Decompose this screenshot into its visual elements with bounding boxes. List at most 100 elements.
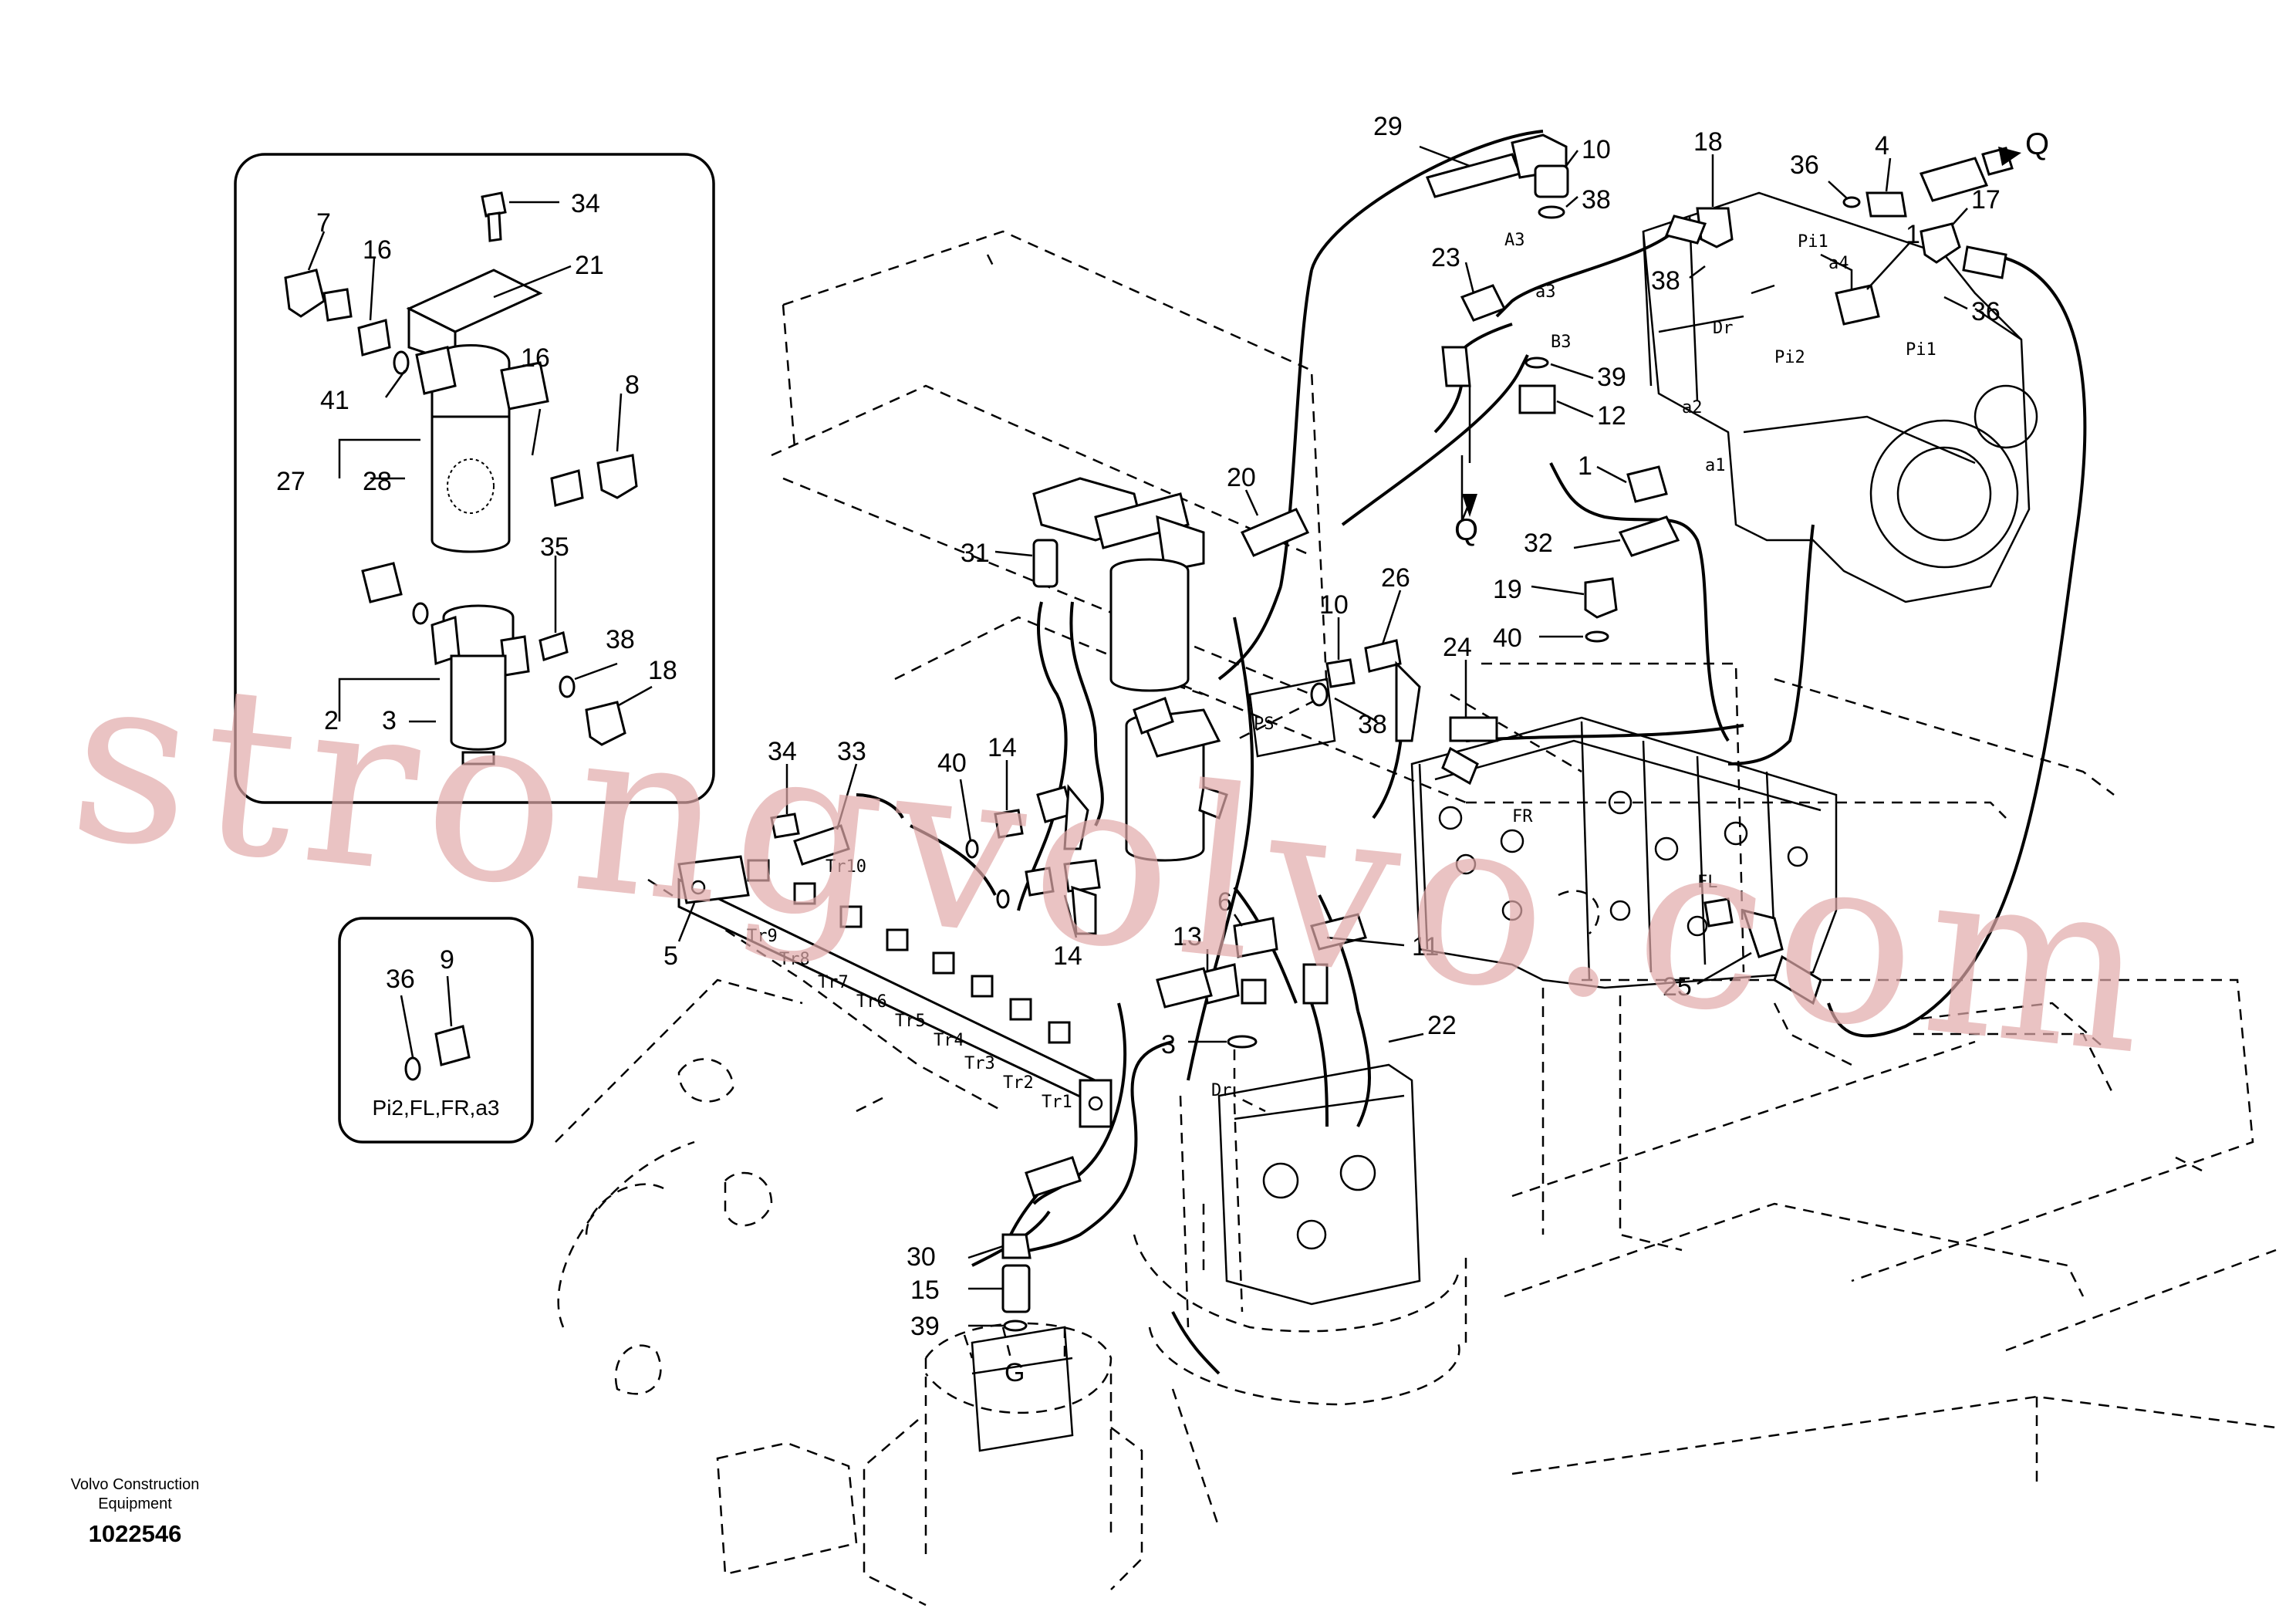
callout-34: 34 [768, 737, 797, 766]
callout-29: 29 [1373, 112, 1403, 141]
port-a4: a4 [1828, 254, 1849, 273]
callout-26: 26 [1381, 563, 1410, 593]
control-valve [1410, 716, 1838, 989]
q-label: Q [2025, 127, 2049, 161]
callout-1: 1 [1578, 451, 1592, 481]
callout-36: 36 [1971, 297, 2001, 326]
main-pump [1642, 191, 2038, 603]
callout-24: 24 [1443, 633, 1472, 662]
callout-19: 19 [1493, 575, 1522, 604]
callout-27: 27 [276, 467, 306, 496]
q-arrows [1462, 147, 2021, 517]
callout-20: 20 [1227, 463, 1256, 492]
callout-2: 2 [324, 706, 339, 735]
callout-39: 39 [1597, 363, 1626, 392]
callout-1: 1 [1906, 220, 1920, 249]
callout-21: 21 [575, 251, 604, 280]
callout-38: 38 [1358, 710, 1387, 739]
callout-17: 17 [1971, 185, 2001, 215]
leader-lines [307, 145, 1968, 1327]
watermark: strongvolvo.com [60, 620, 2170, 1107]
manifold-port-labels: Tr10 Tr9 Tr8 Tr7 Tr6 Tr5 Tr4 Tr3 Tr2 Tr1 [747, 857, 1072, 1112]
port-fl: FL [1697, 873, 1718, 892]
manifold-port-label: Tr7 [818, 973, 849, 992]
callout-25: 25 [1663, 972, 1692, 1002]
callout-30: 30 [907, 1242, 936, 1272]
callout-41: 41 [320, 386, 349, 415]
manifold-port-label: Tr6 [856, 992, 887, 1012]
callout-32: 32 [1524, 529, 1553, 558]
callout-7: 7 [316, 208, 331, 238]
callout-40: 40 [1493, 623, 1522, 653]
inset-fitting: Pi2,FL,FR,a3 [338, 917, 534, 1144]
manifold-port-label: Tr8 [779, 950, 810, 969]
manifold-port-label: Tr5 [895, 1012, 926, 1031]
callout-18: 18 [648, 656, 677, 685]
port-g: G [1004, 1358, 1025, 1387]
manifold-port-label: Tr3 [964, 1054, 995, 1073]
callout-9: 9 [440, 945, 454, 975]
callout-14: 14 [1053, 941, 1082, 971]
callout-39: 39 [910, 1312, 940, 1341]
manifold-port-label: Tr10 [826, 857, 866, 877]
callout-3: 3 [1161, 1030, 1176, 1059]
port-a3: A3 [1504, 231, 1525, 250]
port-pi1b: Pi1 [1906, 340, 1936, 360]
callout-23: 23 [1431, 243, 1460, 272]
manifold-port-label: Tr9 [747, 927, 778, 946]
callout-40: 40 [937, 748, 967, 778]
callout-36: 36 [386, 965, 415, 994]
port-a3b: a3 [1535, 282, 1556, 302]
callout-38: 38 [1651, 266, 1680, 296]
callout-12: 12 [1597, 401, 1626, 431]
callout-28: 28 [363, 467, 392, 496]
tube-manifold [677, 855, 1113, 1128]
callout-3: 3 [382, 706, 397, 735]
port-a1: a1 [1705, 456, 1726, 475]
callout-11: 11 [1412, 932, 1439, 961]
port-labels: A3 Pi1 Dr Pi2 a4 Pi1 a3 B3 a2 a1 PS FR F… [1211, 231, 1936, 1100]
port-dr2: Dr [1211, 1081, 1232, 1100]
company-line-2: Equipment [98, 1495, 172, 1512]
q-label: Q [1454, 513, 1478, 547]
center-joint [971, 1063, 1421, 1452]
callout-35: 35 [540, 532, 569, 562]
drawing-number: 1022546 [88, 1520, 182, 1547]
manifold-fittings [747, 859, 1071, 1044]
port-fr: FR [1512, 807, 1533, 826]
callout-16: 16 [521, 343, 550, 373]
callout-4: 4 [1875, 131, 1889, 161]
company-name: Volvo Construction Equipment [46, 1475, 224, 1514]
arrow-down-icon [1462, 494, 1477, 517]
port-pi2: Pi2 [1774, 348, 1805, 367]
port-a2: a2 [1682, 398, 1703, 417]
manifold-port-label: Tr1 [1042, 1093, 1072, 1112]
callout-15: 15 [910, 1276, 940, 1305]
manifold-port-label: Tr2 [1003, 1073, 1034, 1093]
callout-22: 22 [1427, 1011, 1457, 1040]
fittings [770, 133, 2014, 1332]
callout-13: 13 [1173, 922, 1202, 951]
port-dr: Dr [1713, 319, 1734, 338]
callout-36: 36 [1790, 150, 1819, 180]
callout-38: 38 [606, 625, 635, 654]
port-b3: B3 [1551, 333, 1572, 352]
callout-10: 10 [1582, 135, 1611, 164]
arrow-right-icon [1998, 147, 2021, 166]
callout-34: 34 [571, 189, 600, 218]
company-line-1: Volvo Construction [70, 1476, 200, 1493]
callout-5: 5 [663, 941, 678, 971]
callout-8: 8 [625, 370, 640, 400]
callout-14: 14 [988, 733, 1017, 762]
port-ps: PS [1254, 715, 1275, 734]
callout-33: 33 [837, 737, 866, 766]
callout-31: 31 [961, 539, 990, 568]
callout-16: 16 [363, 235, 392, 265]
callout-10: 10 [1319, 590, 1349, 620]
callout-18: 18 [1693, 127, 1723, 157]
port-pi1: Pi1 [1798, 232, 1828, 252]
inset-filter-assembly [234, 153, 715, 804]
callouts: 7 16 34 21 41 16 8 27 28 35 38 18 2 3 36… [276, 112, 2049, 1387]
manifold-port-label: Tr4 [934, 1031, 964, 1050]
